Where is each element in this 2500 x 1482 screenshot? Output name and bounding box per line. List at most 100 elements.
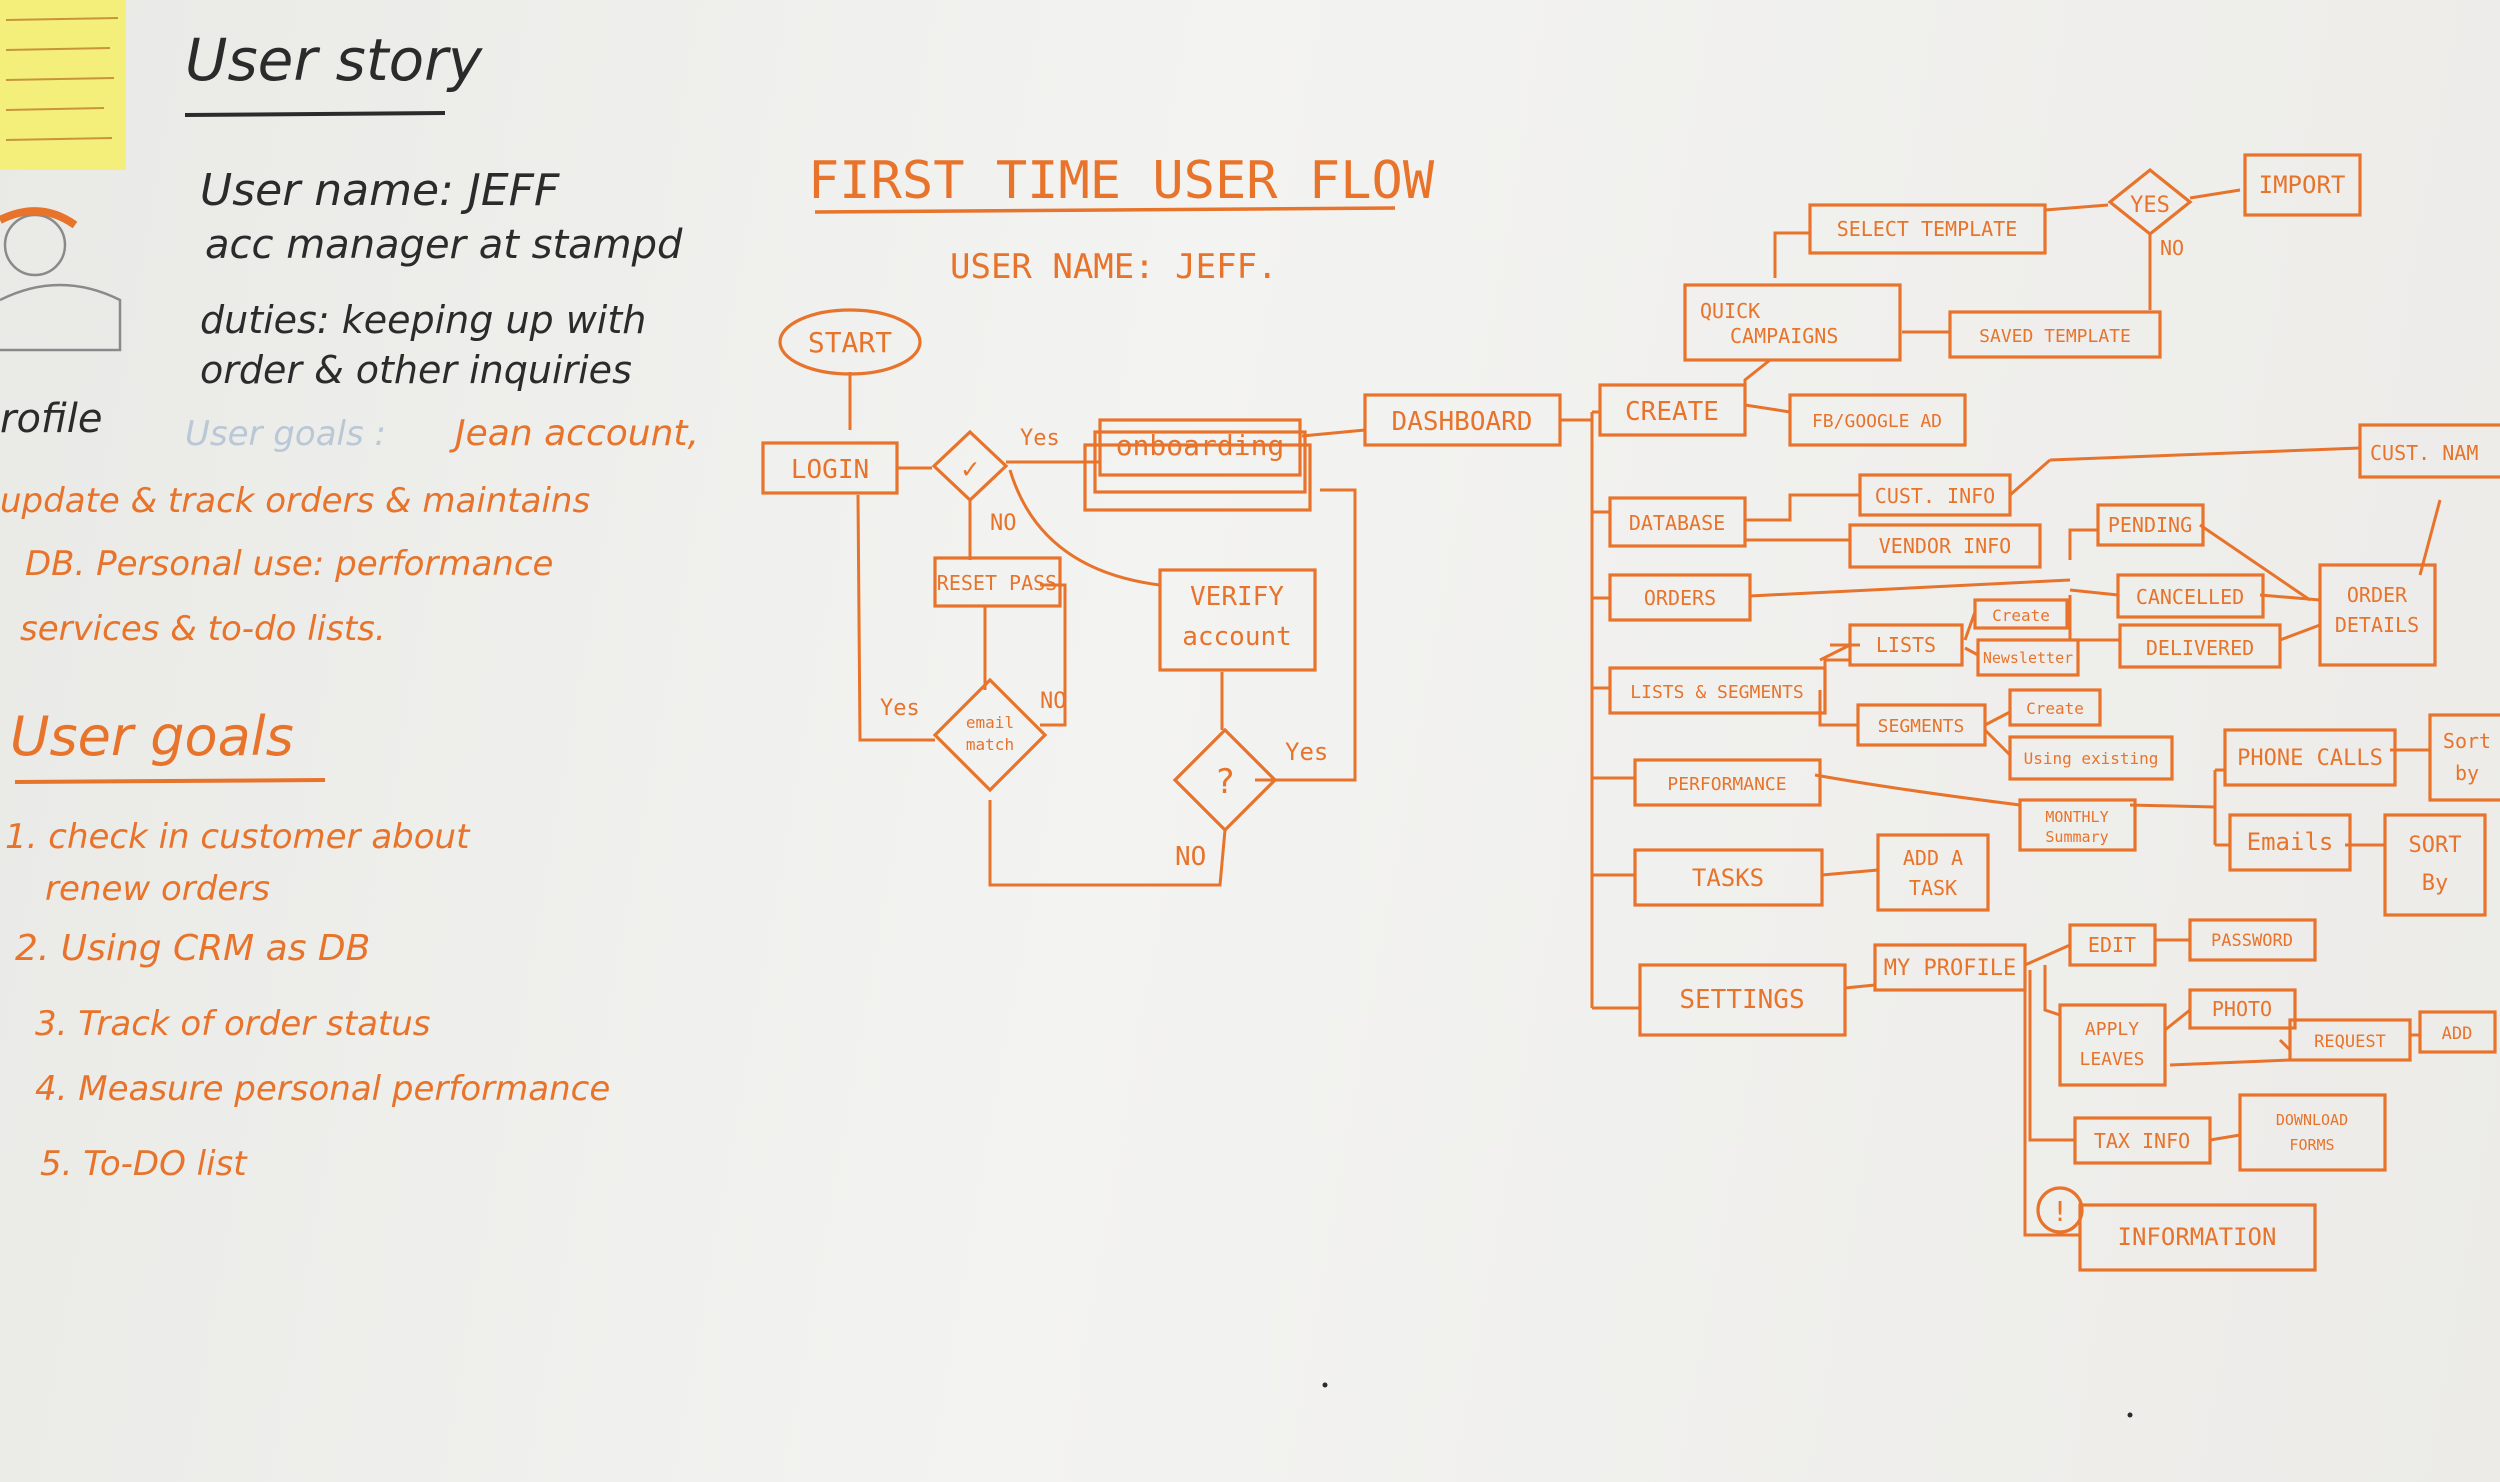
node-tasks: TASKS [1633, 848, 1824, 907]
node-download-forms: DOWNLOAD FORMS [2238, 1093, 2387, 1172]
node-tasks-label: TASKS [1692, 864, 1764, 892]
edge-no-label: NO [990, 511, 1017, 536]
node-my-profile-label: MY PROFILE [1884, 956, 2016, 981]
node-password: PASSWORD [2188, 918, 2317, 962]
node-import: IMPORT [2243, 153, 2362, 217]
node-sort-by-1: Sort by [2428, 713, 2500, 802]
node-orders: ORDERS [1608, 573, 1752, 622]
node-using-existing-label: Using existing [2024, 749, 2159, 768]
goals-desc-4: services & to-do lists. [20, 609, 386, 649]
node-select-template-label: SELECT TEMPLATE [1837, 217, 2018, 241]
node-database-label: DATABASE [1629, 511, 1725, 535]
node-cust-info: CUST. INFO [1858, 473, 2012, 517]
node-import-label: IMPORT [2259, 171, 2346, 199]
goals-title: User goals [10, 705, 294, 768]
node-using-existing: Using existing [2008, 735, 2174, 781]
node-apply-label-1: APPLY [2085, 1019, 2139, 1040]
warning-icon: ! [2036, 1186, 2084, 1234]
node-verify-account: VERIFY account [1158, 568, 1317, 672]
node-pending: PENDING [2096, 503, 2205, 547]
node-order-details: ORDER DETAILS [2318, 563, 2437, 667]
node-onboarding-label: onboarding [1116, 429, 1285, 462]
node-vendor-info-label: VENDOR INFO [1879, 534, 2011, 558]
connectors [848, 188, 2442, 1237]
profile-label: rofile [0, 396, 102, 442]
goal-item: 5. To-DO list [40, 1144, 248, 1184]
goals-list: 1. check in customer about renew orders … [5, 817, 610, 1184]
node-emails-label: Emails [2247, 828, 2334, 856]
node-verify-label-1: VERIFY [1190, 582, 1284, 612]
node-onboarding: onboarding [1083, 418, 1312, 512]
node-dashboard-label: DASHBOARD [1392, 407, 1533, 437]
node-lists-segments: LISTS & SEGMENTS [1608, 666, 1827, 715]
node-lists-create-label: Create [1992, 606, 2050, 625]
node-add: ADD [2418, 1010, 2497, 1054]
node-my-profile: MY PROFILE [1873, 943, 2027, 992]
node-verify-label-2: account [1182, 622, 1292, 652]
node-pending-label: PENDING [2108, 513, 2192, 537]
node-edit-label: EDIT [2088, 933, 2136, 957]
edge-no-label: NO [2160, 236, 2184, 260]
goal-item: 2. Using CRM as DB [15, 928, 370, 969]
node-segments-create: Create [2008, 688, 2102, 727]
node-information: INFORMATION [2078, 1203, 2317, 1272]
node-cust-info-label: CUST. INFO [1875, 484, 1995, 508]
node-password-label: PASSWORD [2211, 931, 2293, 951]
node-vendor-info: VENDOR INFO [1848, 523, 2042, 569]
node-add-label: ADD [2442, 1024, 2473, 1044]
goal-item: renew orders [45, 869, 270, 909]
node-apply-leaves: APPLY LEAVES [2058, 1003, 2167, 1087]
node-question-label: ? [1215, 762, 1235, 802]
edge-no-label: NO [1040, 689, 1067, 714]
node-emails: Emails [2228, 813, 2352, 872]
node-delivered: DELIVERED [2118, 623, 2282, 669]
node-photo: PHOTO [2188, 988, 2297, 1030]
node-apply-label-2: LEAVES [2079, 1049, 2144, 1070]
node-check-label: ✓ [962, 452, 979, 485]
edge-yes-label: Yes [1020, 426, 1060, 451]
node-performance-label: PERFORMANCE [1667, 774, 1786, 795]
node-monthly-label-2: Summary [2045, 828, 2108, 846]
node-quick-label-1: QUICK [1700, 299, 1760, 323]
node-login: LOGIN [761, 441, 899, 495]
node-dashboard: DASHBOARD [1363, 393, 1562, 447]
node-photo-label: PHOTO [2212, 997, 2272, 1021]
node-quick-label-2: CAMPAIGNS [1730, 324, 1838, 348]
flow-subtitle: USER NAME: JEFF. [950, 247, 1278, 287]
goal-item: 4. Measure personal performance [35, 1069, 610, 1109]
goals-desc-1: Jean account, [449, 413, 699, 454]
node-tax-info: TAX INFO [2073, 1116, 2212, 1165]
node-download-label-1: DOWNLOAD [2276, 1111, 2348, 1129]
story-duties-2: order & other inquiries [200, 348, 632, 392]
node-phone-calls: PHONE CALLS [2223, 728, 2397, 787]
node-reset-pass-label: RESET PASS [937, 571, 1057, 595]
node-lists-segments-label: LISTS & SEGMENTS [1630, 682, 1803, 703]
sticky-note [0, 0, 126, 170]
node-yes-label: YES [2130, 193, 2170, 218]
story-role: acc manager at stampd [205, 222, 683, 268]
node-lists-label: LISTS [1876, 633, 1936, 657]
node-sort-by-2: SORT By [2383, 813, 2487, 917]
node-request-label: REQUEST [2314, 1032, 2386, 1052]
node-information-label: INFORMATION [2118, 1223, 2277, 1251]
node-newsletter: Newsletter [1976, 638, 2080, 677]
node-quick-campaigns: QUICK CAMPAIGNS [1683, 283, 1902, 362]
story-username: User name: JEFF [200, 165, 560, 216]
node-settings-label: SETTINGS [1679, 985, 1804, 1015]
node-segments-label: SEGMENTS [1878, 716, 1965, 737]
node-cust-nam-label: CUST. NAM [2370, 441, 2478, 465]
node-yes-diamond: YES NO [2107, 167, 2193, 260]
node-check-diamond: ✓ Yes NO [931, 426, 1060, 536]
node-fb-google-label: FB/GOOGLE AD [1812, 411, 1942, 432]
node-add-task: ADD A TASK [1876, 833, 1990, 912]
goal-item: 3. Track of order status [35, 1004, 431, 1044]
node-tax-info-label: TAX INFO [2094, 1129, 2190, 1153]
node-add-task-label-2: TASK [1909, 876, 1957, 900]
node-sort2-label-b: By [2422, 871, 2449, 896]
node-download-label-2: FORMS [2289, 1136, 2334, 1154]
node-select-template: SELECT TEMPLATE [1808, 203, 2047, 255]
node-phone-calls-label: PHONE CALLS [2237, 746, 2383, 771]
node-question-diamond: ? Yes NO [1172, 727, 1328, 872]
node-segments: SEGMENTS [1856, 703, 1987, 747]
